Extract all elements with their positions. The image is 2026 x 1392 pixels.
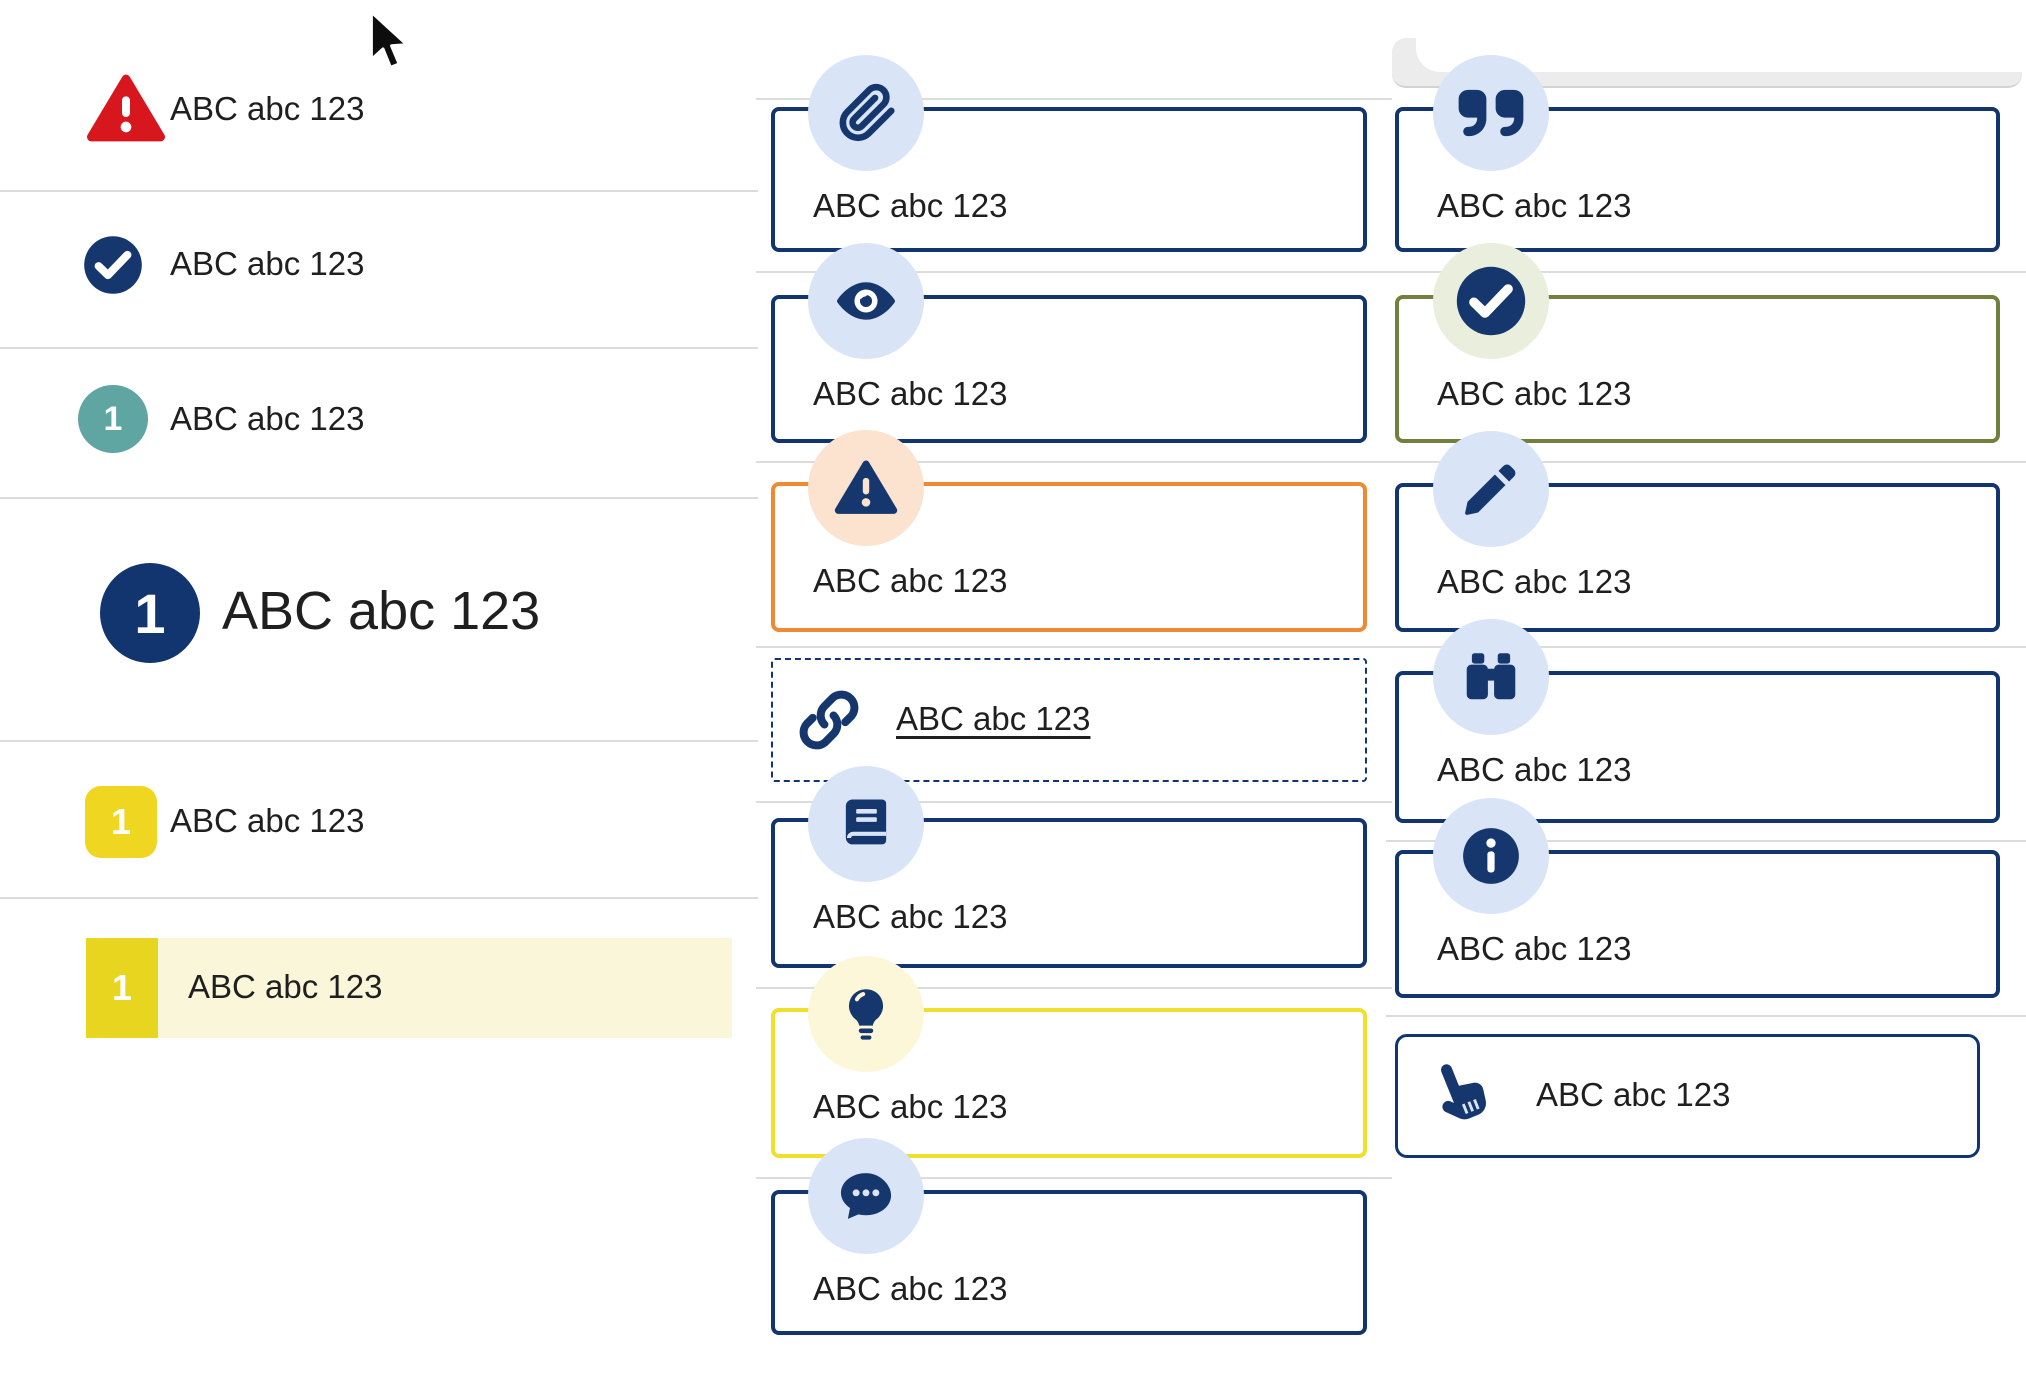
pencil-icon (1433, 431, 1549, 547)
divider (1386, 271, 2026, 273)
list-item-label[interactable]: ABC abc 123 (170, 90, 365, 127)
list-item-label[interactable]: ABC abc 123 (170, 400, 365, 437)
lightbulb-icon (808, 956, 924, 1072)
card-link-label[interactable]: ABC abc 123 (896, 700, 1091, 737)
quote-icon (1433, 55, 1549, 171)
number-badge-yellow: 1 (86, 938, 158, 1038)
divider (756, 987, 1392, 989)
alert-triangle-icon (86, 72, 166, 146)
list-item-label[interactable]: ABC abc 123 (170, 802, 365, 839)
divider (0, 347, 758, 349)
divider (756, 461, 1392, 463)
book-icon (808, 766, 924, 882)
card-label: ABC abc 123 (813, 187, 1008, 224)
card-label: ABC abc 123 (813, 1088, 1008, 1125)
divider (756, 271, 1392, 273)
divider (756, 646, 1392, 648)
divider (0, 740, 758, 742)
divider (0, 190, 758, 192)
card-label: ABC abc 123 (1536, 1076, 1731, 1113)
check-circle-icon (1433, 243, 1549, 359)
divider (1386, 840, 2026, 842)
hand-pointer-icon (1418, 1054, 1494, 1135)
callout-card-link[interactable] (771, 658, 1367, 782)
link-icon (797, 688, 861, 757)
divider (756, 98, 1392, 100)
card-label: ABC abc 123 (1437, 187, 1632, 224)
card-label: ABC abc 123 (813, 898, 1008, 935)
number-badge-yellow: 1 (85, 786, 157, 858)
divider (0, 497, 758, 499)
number-badge: 1 (78, 385, 148, 453)
list-item-label-large[interactable]: ABC abc 123 (222, 581, 541, 641)
mouse-cursor (366, 8, 412, 81)
paperclip-icon (808, 55, 924, 171)
card-label: ABC abc 123 (813, 1270, 1008, 1307)
binoculars-icon (1433, 619, 1549, 735)
card-label: ABC abc 123 (1437, 751, 1632, 788)
card-label: ABC abc 123 (813, 562, 1008, 599)
divider (756, 801, 1392, 803)
highlighted-row[interactable] (158, 938, 732, 1038)
callout-card-action[interactable] (1395, 1034, 1980, 1158)
card-label: ABC abc 123 (813, 375, 1008, 412)
divider (756, 1177, 1392, 1179)
check-circle-icon (81, 233, 145, 297)
alert-triangle-icon (808, 430, 924, 546)
card-label: ABC abc 123 (1437, 563, 1632, 600)
number-badge-large: 1 (100, 563, 200, 663)
list-item-label[interactable]: ABC abc 123 (170, 245, 365, 282)
divider (0, 897, 758, 899)
divider (1386, 1015, 2026, 1017)
divider (1386, 646, 2026, 648)
chat-icon (808, 1138, 924, 1254)
info-icon (1433, 798, 1549, 914)
card-label: ABC abc 123 (1437, 930, 1632, 967)
list-item-label[interactable]: ABC abc 123 (188, 968, 383, 1005)
eye-icon (808, 243, 924, 359)
card-label: ABC abc 123 (1437, 375, 1632, 412)
divider (1386, 461, 2026, 463)
